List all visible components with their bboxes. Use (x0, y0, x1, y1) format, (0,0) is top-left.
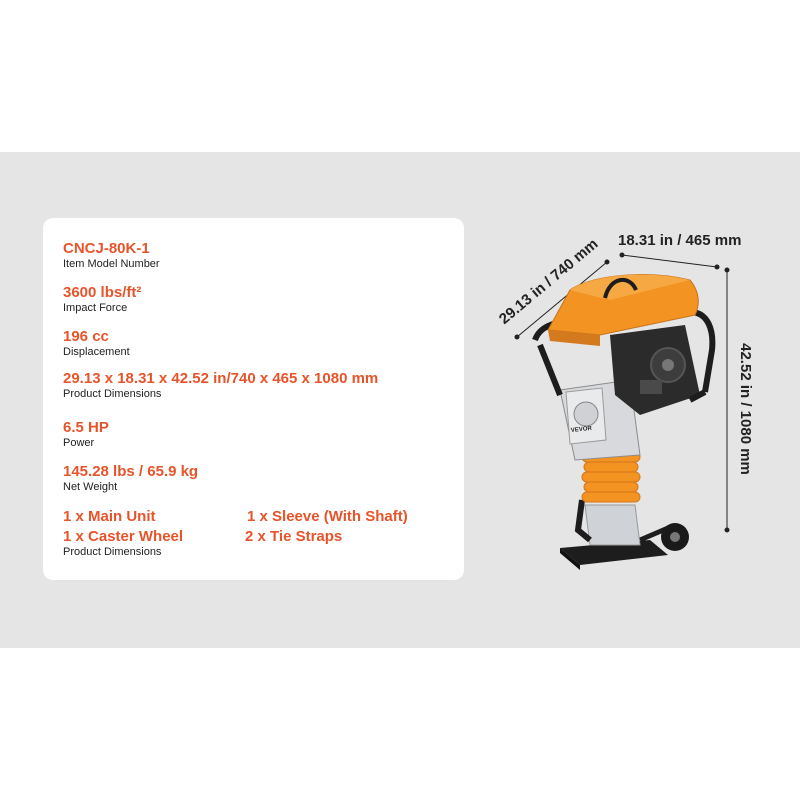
orange-bellows (581, 451, 641, 503)
spec-impact-force-label: Impact Force (63, 302, 128, 314)
tank-handle (603, 278, 638, 299)
spec-weight-label: Net Weight (63, 481, 118, 493)
spec-dimensions: 29.13 x 18.31 x 42.52 in/740 x 465 x 108… (63, 370, 378, 401)
brand-logo: VEVOR (571, 426, 593, 434)
spec-dimensions-label: Product Dimensions (63, 388, 162, 400)
height-dimension-label: 42.52 in / 1080 mm (737, 343, 754, 475)
spec-power-value: 6.5 HP (63, 419, 109, 436)
spec-model-value: CNCJ-80K-1 (63, 240, 150, 257)
spec-weight: 145.28 lbs / 65.9 kg Net Weight (63, 463, 198, 494)
package-label: Product Dimensions (63, 546, 162, 558)
spec-impact-force: 3600 lbs/ft² Impact Force (63, 284, 141, 315)
width-dimension-line (621, 254, 718, 268)
spec-power: 6.5 HP Power (63, 419, 109, 450)
spec-model: CNCJ-80K-1 Item Model Number (63, 240, 160, 271)
spec-power-label: Power (63, 437, 95, 449)
spec-displacement-label: Displacement (63, 346, 130, 358)
package-item-caster-wheel: 1 x Caster Wheel (63, 528, 184, 545)
spec-weight-value: 145.28 lbs / 65.9 kg (63, 463, 199, 480)
package-item-tie-straps: 2 x Tie Straps (245, 528, 343, 545)
spec-displacement-value: 196 cc (63, 328, 109, 345)
spec-impact-force-value: 3600 lbs/ft² (63, 284, 142, 301)
spec-displacement: 196 cc Displacement (63, 328, 130, 359)
width-dimension-label: 18.31 in / 465 mm (618, 232, 742, 249)
lower-shoe (584, 504, 641, 546)
package-item-sleeve: 1 x Sleeve (With Shaft) (247, 508, 408, 525)
spec-card: CNCJ-80K-1 Item Model Number 3600 lbs/ft… (43, 218, 464, 580)
depth-dimension-line (516, 261, 608, 338)
base-plate (560, 540, 668, 565)
package-item-main-unit: 1 x Main Unit (63, 508, 156, 525)
spec-dimensions-value: 29.13 x 18.31 x 42.52 in/740 x 465 x 108… (63, 370, 379, 387)
spec-model-label: Item Model Number (63, 258, 160, 270)
